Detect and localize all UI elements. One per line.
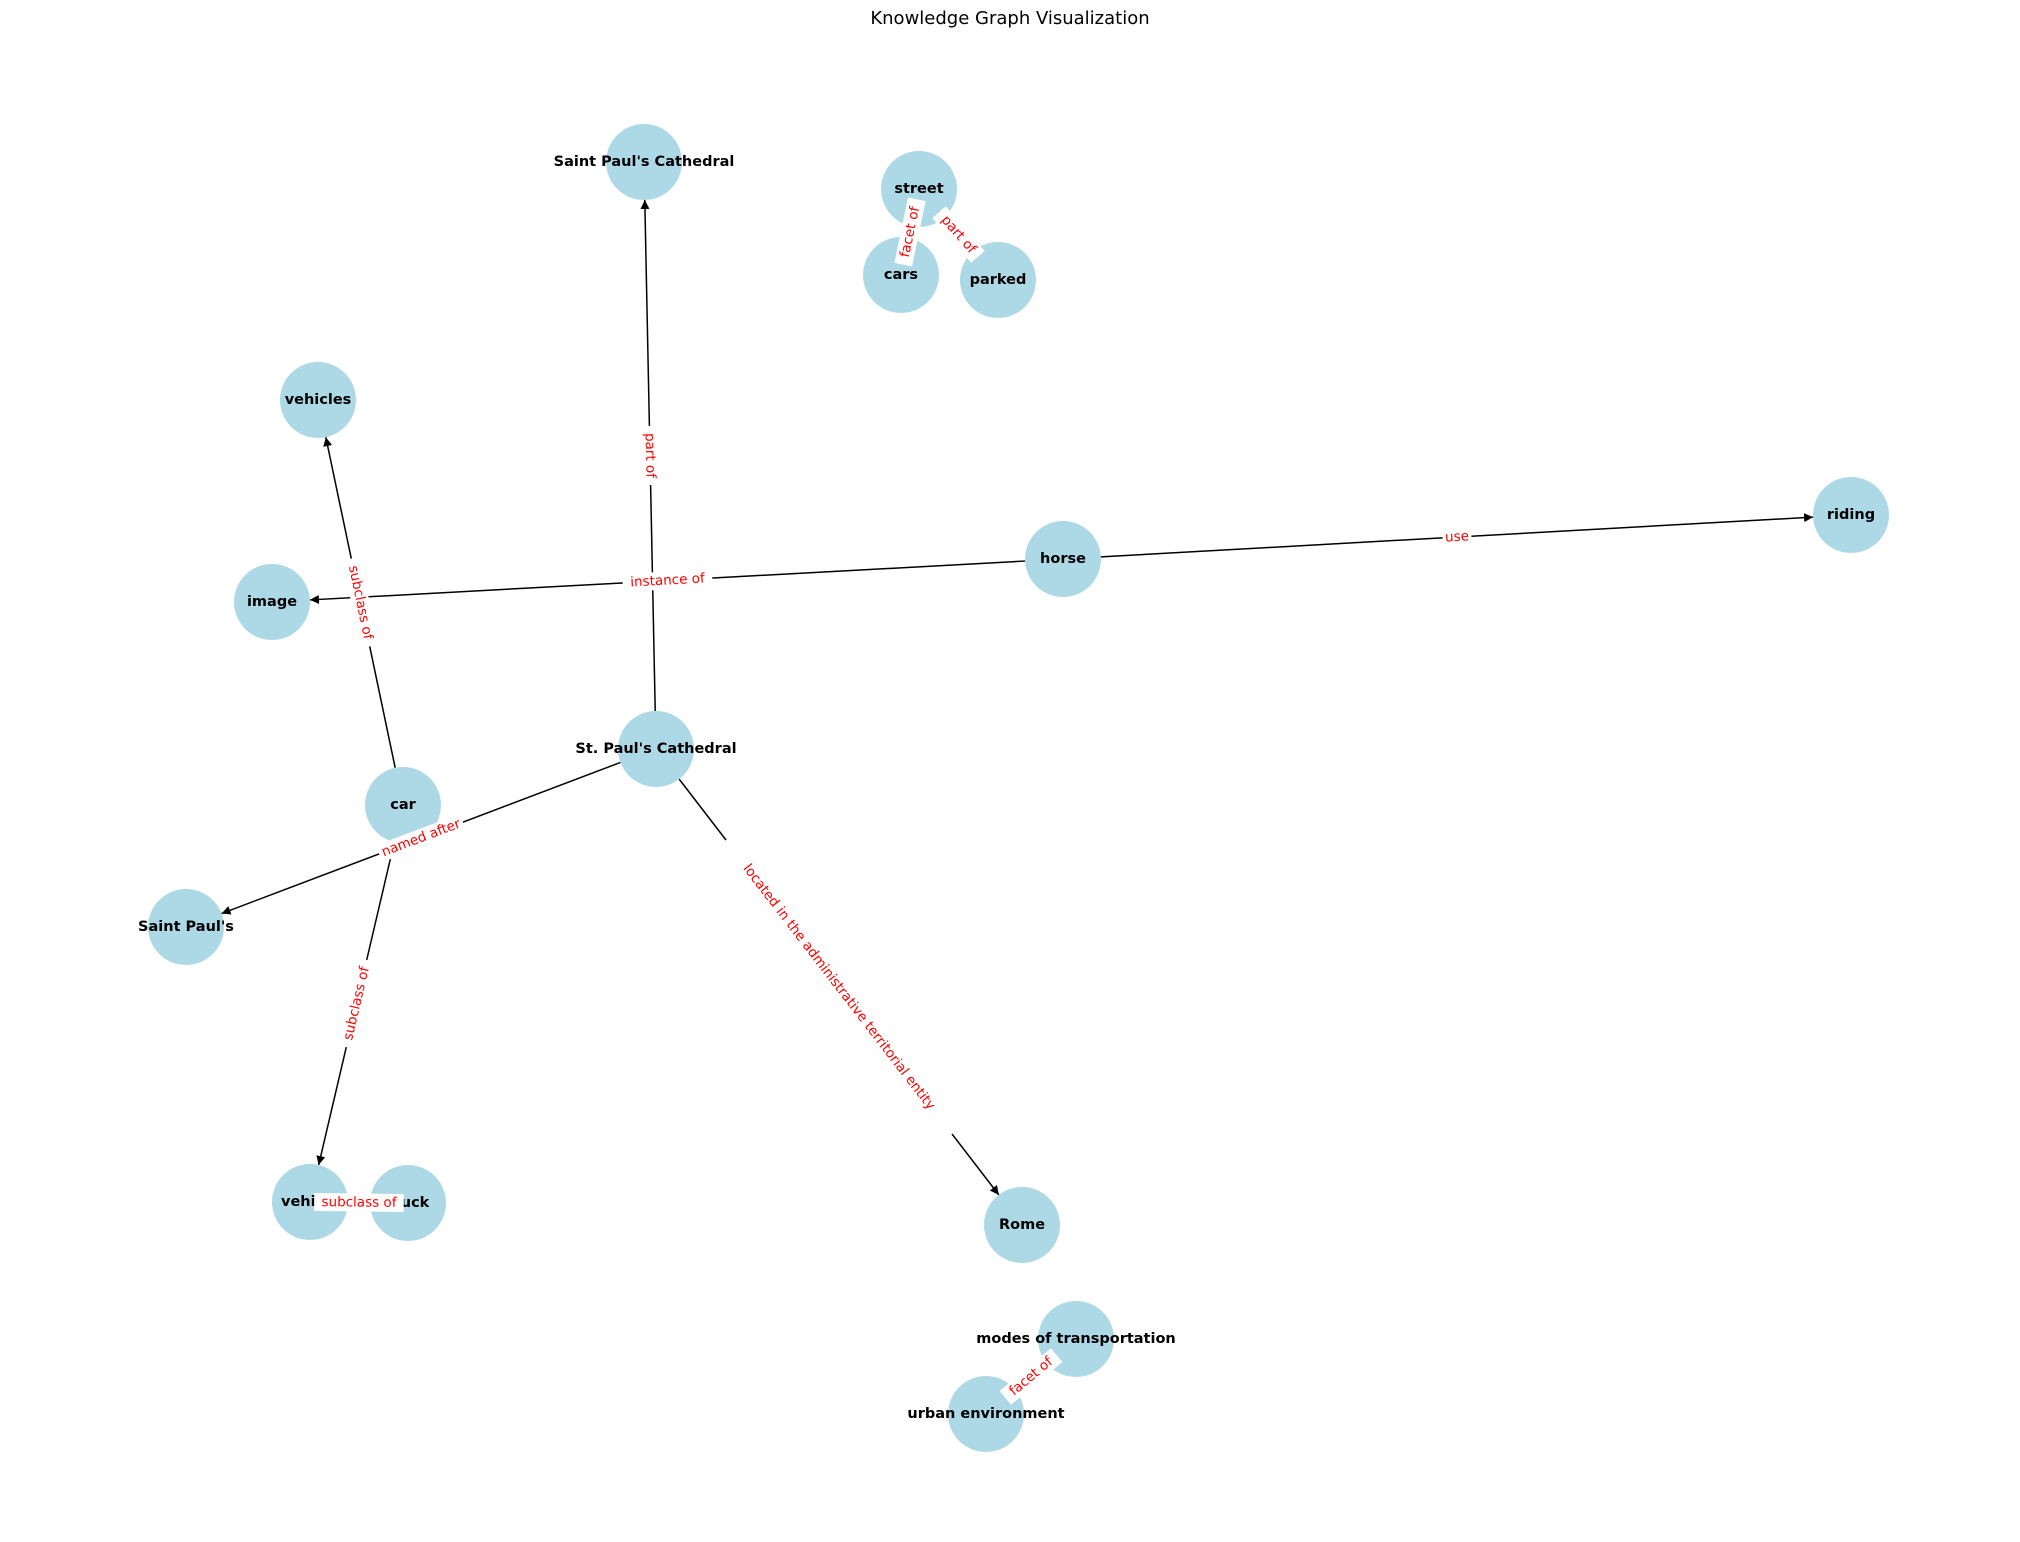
- edge-label-background: [640, 425, 660, 486]
- edge-label-background: [337, 957, 376, 1050]
- edge-label: facet of: [1006, 1353, 1057, 1399]
- edge-label-background: [718, 834, 960, 1140]
- edge-label-group: part of: [640, 425, 660, 486]
- node-saint-pauls[interactable]: Saint Paul's: [138, 889, 234, 965]
- nodes-layer: Saint Paul's Cathedral street cars parked ve…: [138, 124, 1889, 1452]
- node-st-pauls-cathedral[interactable]: St. Paul's Cathedral: [575, 711, 737, 787]
- node-circle[interactable]: [863, 237, 939, 313]
- edge-label-background: [622, 569, 713, 592]
- node-label: Saint Paul's: [138, 919, 234, 935]
- node-parked[interactable]: parked: [960, 242, 1036, 318]
- node-car[interactable]: car: [365, 767, 441, 843]
- node-riding[interactable]: riding: [1813, 477, 1889, 553]
- node-label: horse: [1040, 551, 1086, 567]
- edge-label-group: facet of: [999, 1348, 1063, 1405]
- edge-label-background: [314, 1193, 404, 1212]
- node-label: image: [247, 594, 297, 610]
- node-circle[interactable]: [234, 564, 310, 640]
- edge-label-background: [1442, 527, 1472, 547]
- node-circle[interactable]: [606, 124, 682, 200]
- node-circle[interactable]: [960, 242, 1036, 318]
- edge-label: instance of: [630, 570, 706, 590]
- edge-label-background: [342, 556, 379, 649]
- node-label: riding: [1827, 507, 1875, 523]
- edge-label: subclass of: [340, 964, 373, 1042]
- node-urban-environment[interactable]: urban environment: [907, 1376, 1065, 1452]
- node-label: parked: [970, 272, 1027, 288]
- node-circle[interactable]: [148, 889, 224, 965]
- edge-label: part of: [642, 433, 659, 480]
- edge-label-group: part of: [932, 206, 985, 263]
- edge-label-group: subclass of: [314, 1193, 404, 1212]
- edge-label: use: [1445, 528, 1470, 545]
- node-circle[interactable]: [272, 1164, 348, 1240]
- node-label: car: [390, 797, 416, 813]
- node-circle[interactable]: [1025, 521, 1101, 597]
- node-modes-of-transportation[interactable]: modes of transportation: [976, 1301, 1176, 1377]
- node-circle[interactable]: [618, 711, 694, 787]
- node-image[interactable]: image: [234, 564, 310, 640]
- node-circle[interactable]: [370, 1165, 446, 1241]
- edge-label-group: subclass of: [342, 556, 379, 649]
- edge-label: subclass of: [345, 564, 376, 642]
- node-rome[interactable]: Rome: [984, 1187, 1060, 1263]
- edge-label-background: [375, 813, 467, 863]
- node-label: Saint Paul's Cathedral: [554, 154, 735, 170]
- edge-label-group: subclass of: [337, 957, 376, 1050]
- node-circle[interactable]: [280, 362, 356, 438]
- node-label: vehicles: [285, 392, 352, 408]
- node-cars[interactable]: cars: [863, 237, 939, 313]
- node-label: St. Paul's Cathedral: [575, 741, 736, 757]
- edge-label-background: [932, 206, 985, 263]
- node-vehicles[interactable]: vehicles: [280, 362, 356, 438]
- edge-label-group: instance of: [622, 569, 713, 592]
- edge-label-background: [894, 197, 926, 267]
- node-label: urban environment: [907, 1406, 1064, 1422]
- graph-title: Knowledge Graph Visualization: [870, 8, 1149, 29]
- node-circle[interactable]: [881, 151, 957, 227]
- node-label: modes of transportation: [976, 1331, 1176, 1347]
- node-street[interactable]: street: [881, 151, 957, 227]
- node-label: street: [894, 181, 943, 197]
- edge-label-group: located in the administrative territoria…: [718, 834, 960, 1140]
- node-circle[interactable]: [984, 1187, 1060, 1263]
- edge-label-background: [999, 1348, 1063, 1405]
- node-label: cars: [884, 267, 918, 283]
- node-circle[interactable]: [1813, 477, 1889, 553]
- node-saint-pauls-cathedral[interactable]: Saint Paul's Cathedral: [554, 124, 735, 200]
- node-horse[interactable]: horse: [1025, 521, 1101, 597]
- edge-label-group: use: [1442, 527, 1472, 547]
- node-label: Rome: [999, 1217, 1045, 1233]
- edge-label: part of: [938, 212, 980, 257]
- node-circle[interactable]: [365, 767, 441, 843]
- edge-label: located in the administrative territoria…: [740, 861, 939, 1113]
- edge-label: subclass of: [321, 1194, 397, 1211]
